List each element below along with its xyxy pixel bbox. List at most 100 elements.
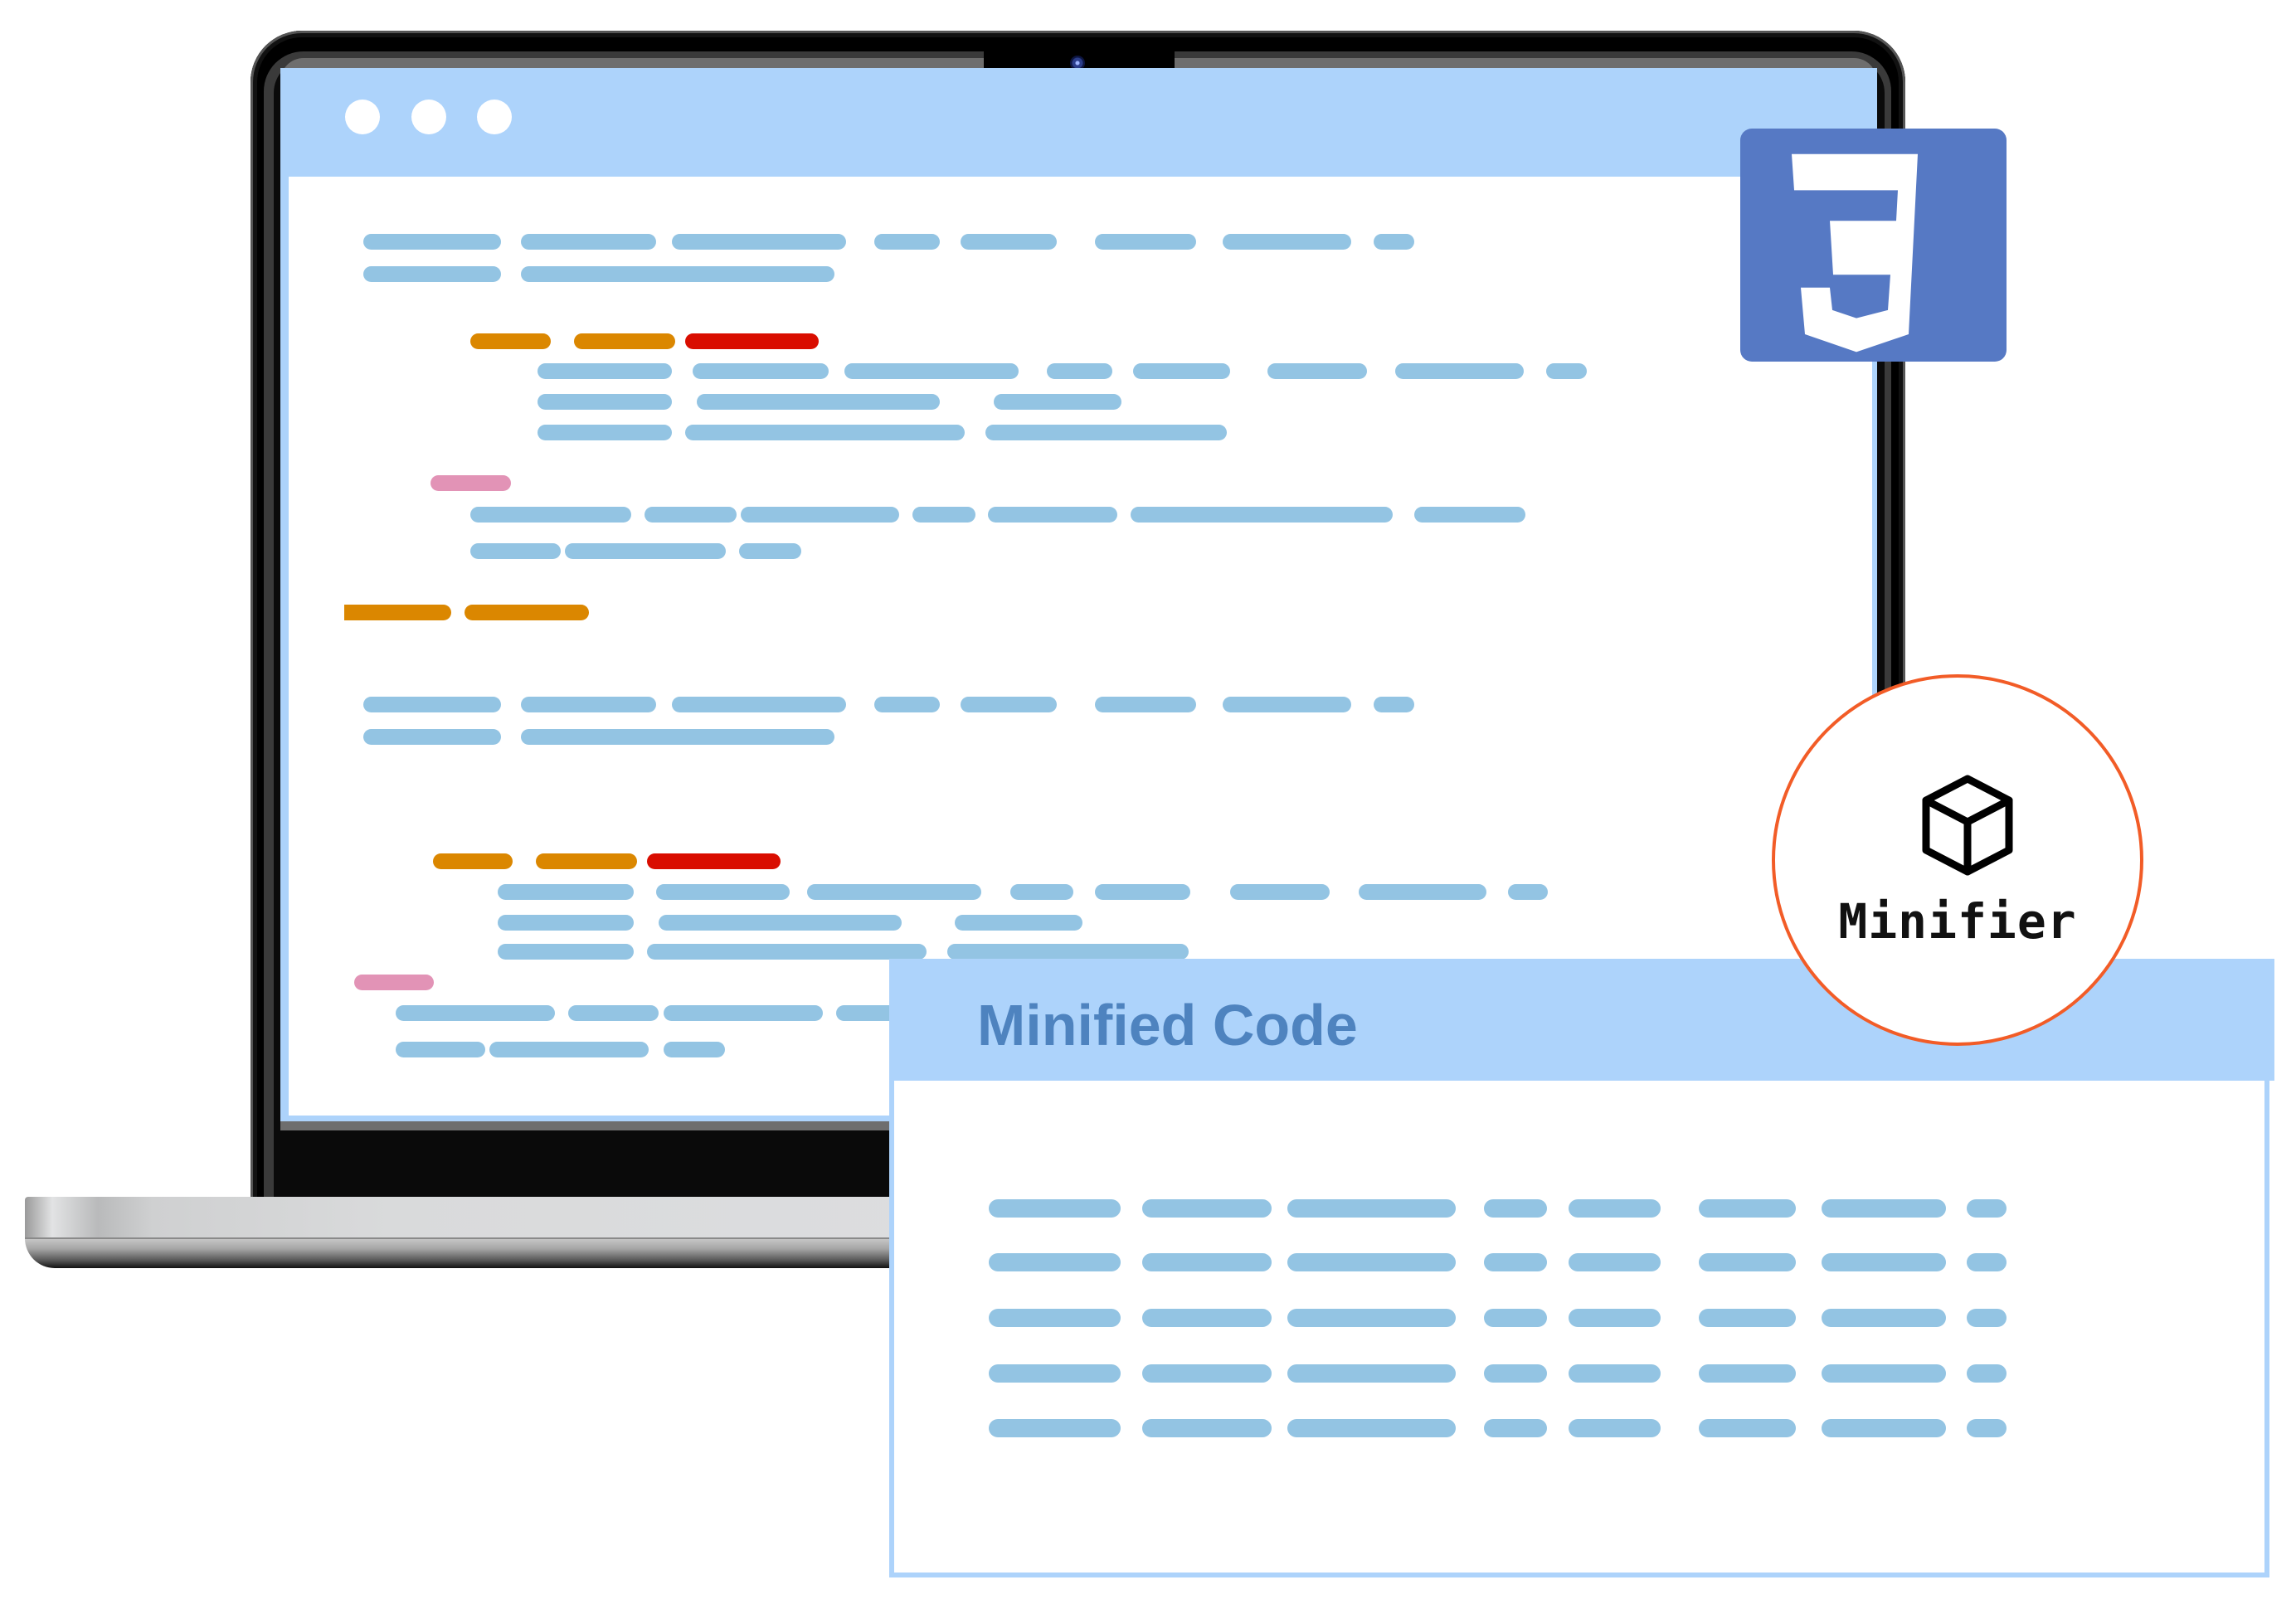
laptop-base-edge [25,1238,937,1268]
window-dot-close[interactable] [345,100,380,134]
minified-token [1699,1253,1796,1271]
minified-token [1967,1364,2007,1383]
minified-token [1287,1199,1456,1218]
code-token [470,543,561,559]
code-token [363,266,501,282]
code-token [659,915,902,931]
minified-token [1569,1419,1661,1437]
minified-token [989,1419,1121,1437]
minified-token [1967,1419,2007,1437]
minifier-label: Minifier [1838,893,2077,950]
minified-token [1699,1364,1796,1383]
code-token [538,425,672,440]
code-token [1133,363,1230,379]
minified-token [1287,1419,1456,1437]
code-token [1223,234,1351,250]
code-keyword [647,853,781,869]
window-dot-minimize[interactable] [411,100,446,134]
camera-icon [1070,56,1085,70]
code-token [521,729,834,745]
minified-token [1569,1309,1661,1327]
code-token [489,1042,649,1057]
minified-code-panel: Minified Code [889,959,2274,1577]
code-token [521,234,656,250]
code-token [656,884,790,900]
minified-token [1142,1309,1272,1327]
code-token [955,915,1082,931]
code-token [1374,697,1414,712]
minified-token [1699,1419,1796,1437]
minified-token [989,1199,1121,1218]
code-token [672,234,846,250]
code-token [961,697,1057,712]
minified-token [1699,1199,1796,1218]
code-token [874,234,940,250]
code-token [1374,234,1414,250]
code-token [836,1005,902,1021]
code-token [396,1005,555,1021]
minified-token [989,1364,1121,1383]
code-token [994,394,1121,410]
code-token [521,266,834,282]
minified-token [989,1309,1121,1327]
minified-token [1287,1309,1456,1327]
code-token [363,697,501,712]
code-token [912,507,975,523]
code-token [363,729,501,745]
minified-token [1484,1309,1547,1327]
code-token [693,363,829,379]
panel-title: Minified Code [977,993,1358,1057]
code-keyword [465,605,589,620]
code-token [947,944,1189,960]
laptop-base [25,1197,937,1238]
code-token [697,394,940,410]
minified-token [1822,1364,1946,1383]
code-token [988,507,1117,523]
code-token [739,543,801,559]
code-token [498,915,634,931]
code-token [664,1042,725,1057]
code-token [961,234,1057,250]
minified-token [1484,1253,1547,1271]
code-token [844,363,1019,379]
code-keyword [685,333,819,349]
minified-token [1569,1253,1661,1271]
laptop-base-seam [25,1237,937,1239]
code-token [565,543,726,559]
minified-token [1822,1309,1946,1327]
code-token [1395,363,1524,379]
minified-token [1699,1309,1796,1327]
code-token [538,394,672,410]
code-token [1010,884,1073,900]
code-keyword [536,853,637,869]
code-token [498,944,634,960]
minified-token [1484,1364,1547,1383]
window-dot-maximize[interactable] [477,100,512,134]
code-token [470,507,631,523]
minified-token [1967,1199,2007,1218]
code-token [1095,234,1196,250]
code-token [396,1042,485,1057]
code-token [1230,884,1330,900]
code-token [1414,507,1525,523]
minified-token [1822,1199,1946,1218]
minified-token [1142,1199,1272,1218]
code-token [363,234,501,250]
code-token [568,1005,659,1021]
minified-token [1967,1309,2007,1327]
code-keyword [574,333,675,349]
window-titlebar [280,68,1877,177]
code-token [874,697,940,712]
code-token [672,697,846,712]
cube-icon [1922,775,2013,876]
code-token [1223,697,1351,712]
code-token [1095,884,1190,900]
code-keyword [433,853,513,869]
minified-token [1142,1419,1272,1437]
minified-token [1142,1364,1272,1383]
minifier-button[interactable]: Minifier [1772,674,2143,1046]
code-token [664,1005,823,1021]
code-token [807,884,981,900]
code-keyword [470,333,551,349]
code-token [1508,884,1548,900]
